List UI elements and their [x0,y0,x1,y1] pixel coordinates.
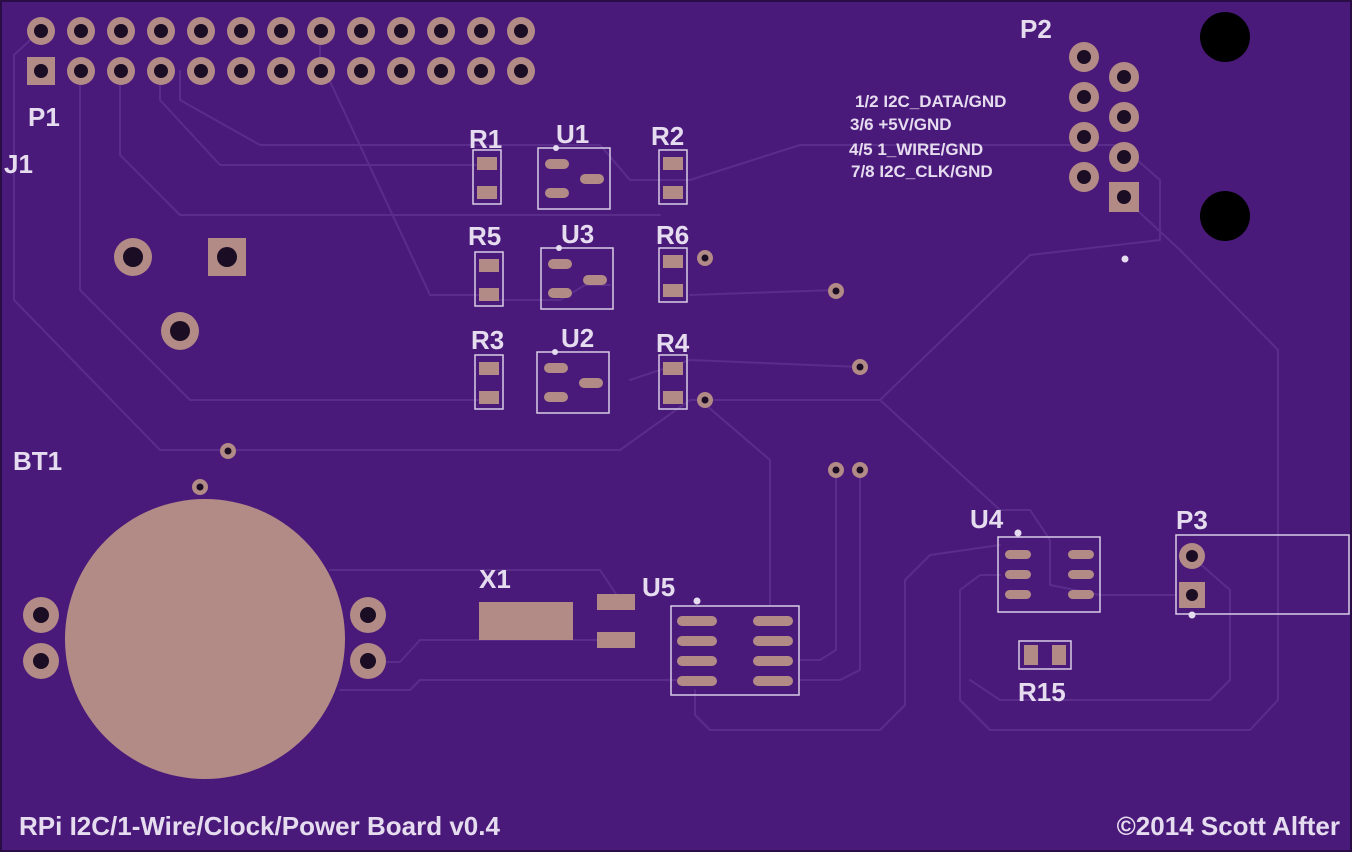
label-u3: U3 [561,219,594,249]
label-x1: X1 [479,564,511,594]
crystal-x1 [479,594,635,648]
label-p2: P2 [1020,14,1052,44]
pinout-note: 3/6 +5V/GND [850,115,952,134]
silkscreen-labels: P1 J1 P2 BT1 R1 U1 R2 R5 U3 R6 R3 U2 R4 … [4,14,1208,707]
label-r3: R3 [471,325,504,355]
vias [192,250,1129,495]
pin-hole [434,24,448,38]
p1-top-row-pins [27,17,535,45]
board-title: RPi I2C/1-Wire/Clock/Power Board v0.4 [19,811,500,841]
pin-hole [194,24,208,38]
p2-header [1069,42,1139,212]
pinout-note: 1/2 I2C_DATA/GND [855,92,1006,111]
label-u2: U2 [561,323,594,353]
pin-hole [34,24,48,38]
pin-hole [114,24,128,38]
board-copyright: ©2014 Scott Alfter [1117,811,1340,841]
pin-hole [194,64,208,78]
battery-bt1 [23,499,386,779]
pin-hole [314,24,328,38]
ic-u5 [670,597,800,696]
label-u5: U5 [642,572,675,602]
pin-hole [354,24,368,38]
pin-hole [274,64,288,78]
pin-hole [234,24,248,38]
pinout-note: 7/8 I2C_CLK/GND [851,162,993,181]
label-bt1: BT1 [13,446,62,476]
label-j1: J1 [4,149,33,179]
ic-u4 [997,529,1101,613]
p1-gpio-header [27,17,535,85]
pin-hole [474,64,488,78]
label-r2: R2 [651,121,684,151]
resistor-r3 [474,354,504,410]
pin-hole [274,24,288,38]
resistor-r4 [658,354,688,410]
label-r15: R15 [1018,677,1066,707]
mounting-hole [1200,12,1250,62]
resistor-r15 [1018,640,1072,670]
j1-power-jack [114,238,246,350]
pin-hole [154,64,168,78]
ic-u1 [537,145,611,210]
pin-hole [314,64,328,78]
pin-hole [114,64,128,78]
mounting-hole [1200,191,1250,241]
pinout-note: 4/5 1_WIRE/GND [849,140,983,159]
label-p1: P1 [28,102,60,132]
resistor-r2 [658,149,688,205]
p1-bottom-row-pins [27,57,535,85]
label-r1: R1 [469,124,502,154]
label-r4: R4 [656,328,690,358]
resistor-r5 [474,251,504,307]
p2-pinout-notes: 1/2 I2C_DATA/GND 3/6 +5V/GND 4/5 1_WIRE/… [849,92,1006,181]
ic-u2 [536,349,610,414]
label-u4: U4 [970,504,1004,534]
pin-hole [354,64,368,78]
pin-hole [234,64,248,78]
label-u1: U1 [556,119,589,149]
label-r5: R5 [468,221,501,251]
pin-hole [514,64,528,78]
resistor-r6 [658,247,688,303]
pin-hole [74,64,88,78]
resistor-r1 [472,149,502,205]
pin-hole [514,24,528,38]
pin-hole [74,24,88,38]
pin-hole [434,64,448,78]
pin-hole [154,24,168,38]
p3-connector [1175,534,1350,619]
pin-hole [474,24,488,38]
label-r6: R6 [656,220,689,250]
pin-hole [394,64,408,78]
label-p3: P3 [1176,505,1208,535]
pin-hole [34,64,48,78]
pin-hole [394,24,408,38]
ic-u3 [540,245,614,310]
copper-traces [13,30,1279,731]
